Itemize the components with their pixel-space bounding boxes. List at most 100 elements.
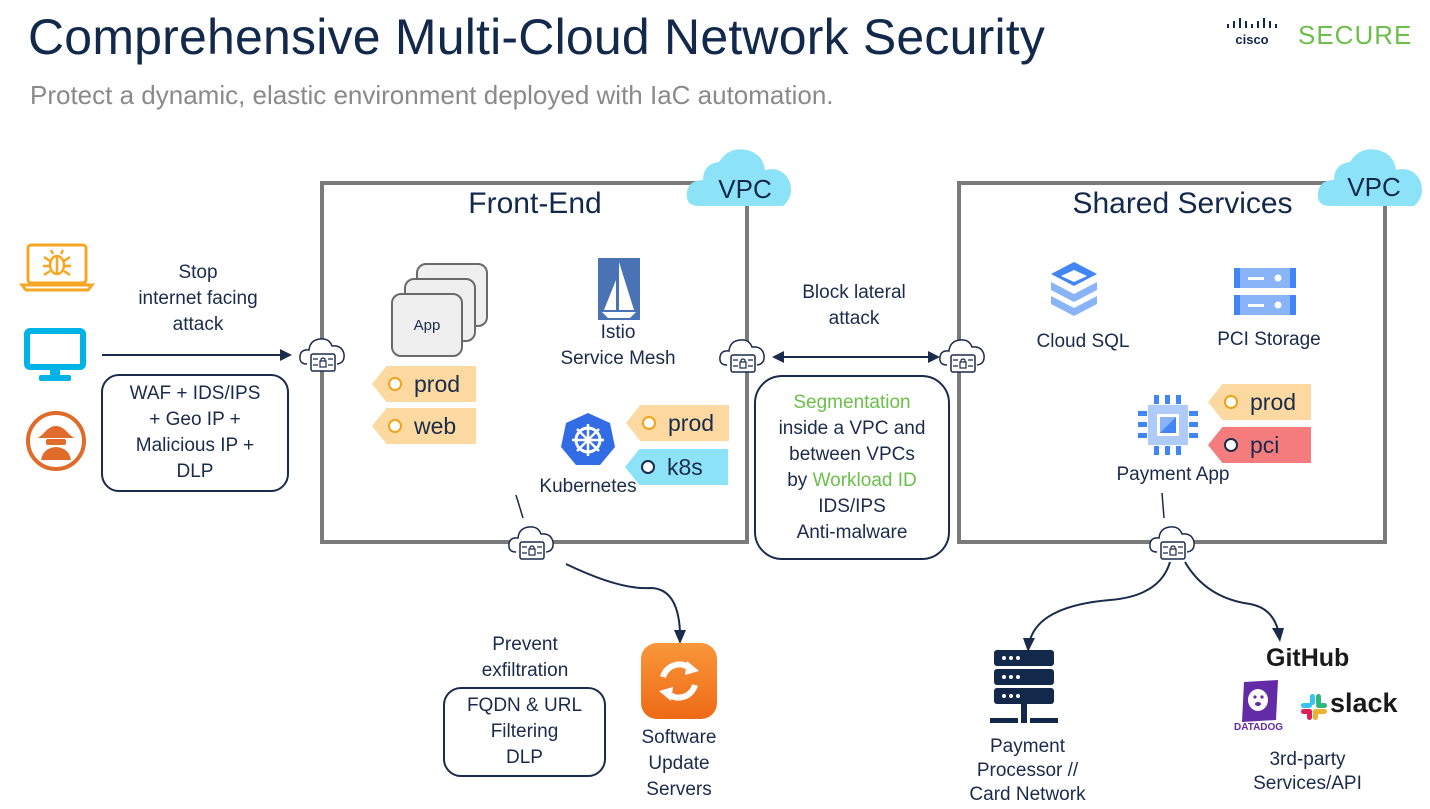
egress-arrow — [565, 563, 686, 644]
front-end-vpc-label: VPC — [718, 174, 772, 204]
tag-pci: pci — [1208, 427, 1311, 463]
third-party-label: 3rd-party Services/API — [1240, 748, 1375, 796]
cisco-logo: cisco — [1227, 18, 1277, 47]
malware-laptop-icon — [18, 243, 96, 292]
page-title: Comprehensive Multi-Cloud Network Securi… — [28, 9, 1046, 65]
ingress-controls-box: WAF + IDS/IPS + Geo IP + Malicious IP + … — [101, 374, 289, 492]
shared-services-vpc-label: VPC — [1347, 172, 1401, 202]
front-end-title: Front-End — [468, 187, 602, 220]
app-card: App — [391, 293, 463, 357]
label-line: Card Network — [969, 784, 1086, 805]
control-line: FQDN & URL — [466, 695, 583, 716]
segmentation-line: by Workload ID — [787, 468, 917, 494]
cloud-sql-label: Cloud SQL — [1036, 331, 1130, 352]
label-line: Update — [648, 753, 710, 774]
tag-label: pci — [1250, 431, 1280, 458]
tag-label: prod — [668, 409, 715, 436]
lateral-attack-label: Block lateral attack — [770, 280, 938, 332]
tag-dot — [1224, 395, 1238, 409]
segmentation-prefix: by — [787, 469, 813, 491]
segmentation-line: between VPCs — [789, 443, 915, 465]
datadog-logo-icon — [1242, 680, 1278, 722]
pci-storage-icon — [1234, 268, 1296, 315]
hacker-icon — [26, 411, 86, 471]
shared-egress-arrows — [1023, 561, 1284, 652]
slack-logo-icon — [1301, 694, 1327, 720]
istio-label: Istio Service Mesh — [548, 320, 688, 372]
payment-app-label: Payment App — [1116, 464, 1230, 485]
tag-k8s: k8s — [625, 449, 728, 485]
k8s-connector-line — [515, 494, 524, 519]
segmentation-line: IDS/IPS — [818, 495, 886, 517]
cloud-firewall-icon[interactable] — [507, 522, 555, 562]
egress-controls-box: FQDN & URL Filtering DLP — [443, 687, 606, 777]
control-line: DLP — [176, 461, 214, 482]
label-line: Servers — [646, 779, 712, 800]
control-line: WAF + IDS/IPS — [129, 383, 261, 404]
payment-app-chip-icon — [1138, 395, 1198, 455]
payment-processor-label: Payment Processor // Card Network — [955, 735, 1100, 807]
payment-processor-server-icon — [990, 650, 1058, 723]
tag-web: web — [372, 408, 476, 444]
pci-storage-label: PCI Storage — [1217, 329, 1321, 350]
kubernetes-icon — [561, 413, 615, 465]
secure-brand-text: SECURE — [1298, 20, 1413, 50]
label-line: 3rd-party — [1269, 749, 1346, 770]
label-line: Software — [641, 727, 717, 748]
label-line: Istio — [600, 322, 636, 343]
desktop-monitor-icon — [24, 328, 86, 381]
control-line: DLP — [506, 747, 543, 768]
tag-prod: prod — [372, 366, 476, 402]
tag-dot — [1224, 438, 1238, 452]
tag-dot — [641, 460, 655, 474]
control-line: Filtering — [490, 721, 559, 742]
shared-services-title: Shared Services — [1072, 187, 1293, 220]
tag-label: k8s — [667, 453, 703, 480]
tag-prod: prod — [626, 405, 729, 441]
workload-id-text: Workload ID — [812, 469, 917, 491]
tag-label: prod — [1250, 388, 1297, 415]
shared-services-vpc-box — [957, 181, 1387, 544]
label-line: exfiltration — [481, 660, 569, 681]
lateral-double-arrow — [772, 351, 940, 363]
label-line: Processor // — [976, 760, 1079, 781]
istio-icon — [598, 258, 640, 320]
internet-attack-label: Stop internet facing attack — [108, 260, 288, 338]
cloud-sql-icon — [1051, 262, 1097, 316]
tag-label: prod — [414, 370, 461, 397]
label-line: Stop — [178, 262, 218, 283]
ingress-arrow — [102, 349, 292, 361]
tag-dot — [642, 416, 656, 430]
software-update-label: Software Update Servers — [620, 725, 738, 803]
label-line: attack — [828, 308, 880, 329]
page-subtitle: Protect a dynamic, elastic environment d… — [30, 80, 834, 110]
label-line: Services/API — [1253, 773, 1362, 794]
software-update-icon — [641, 643, 717, 719]
cloud-firewall-icon[interactable] — [1148, 522, 1196, 562]
label-line: attack — [172, 314, 224, 335]
tag-prod: prod — [1208, 384, 1311, 420]
vpc-cloud-icon — [686, 149, 791, 206]
payment-connector-line — [1161, 492, 1165, 519]
cloud-firewall-icon[interactable] — [938, 335, 986, 375]
cloud-firewall-icon[interactable] — [298, 334, 346, 374]
vpc-cloud-icon — [1317, 149, 1422, 206]
tag-dot — [388, 419, 402, 433]
segmentation-line: inside a VPC and — [778, 417, 926, 439]
segmentation-line: Anti-malware — [796, 521, 908, 543]
label-line: Block lateral — [802, 282, 906, 303]
tag-dot — [388, 377, 402, 391]
exfiltration-label: Prevent exfiltration — [455, 632, 595, 684]
label-line: Prevent — [492, 634, 558, 655]
label-line: internet facing — [138, 288, 258, 309]
slack-text: slack — [1330, 688, 1398, 718]
svg-text:cisco: cisco — [1235, 32, 1268, 47]
label-line: Service Mesh — [560, 348, 676, 369]
label-line: Payment — [990, 736, 1065, 757]
github-logo: GitHub — [1266, 644, 1350, 672]
control-line: Malicious IP + — [135, 435, 255, 456]
segmentation-heading: Segmentation — [793, 391, 911, 413]
cloud-firewall-icon[interactable] — [718, 335, 766, 375]
kubernetes-label: Kubernetes — [539, 476, 637, 497]
tag-label: web — [414, 412, 457, 439]
